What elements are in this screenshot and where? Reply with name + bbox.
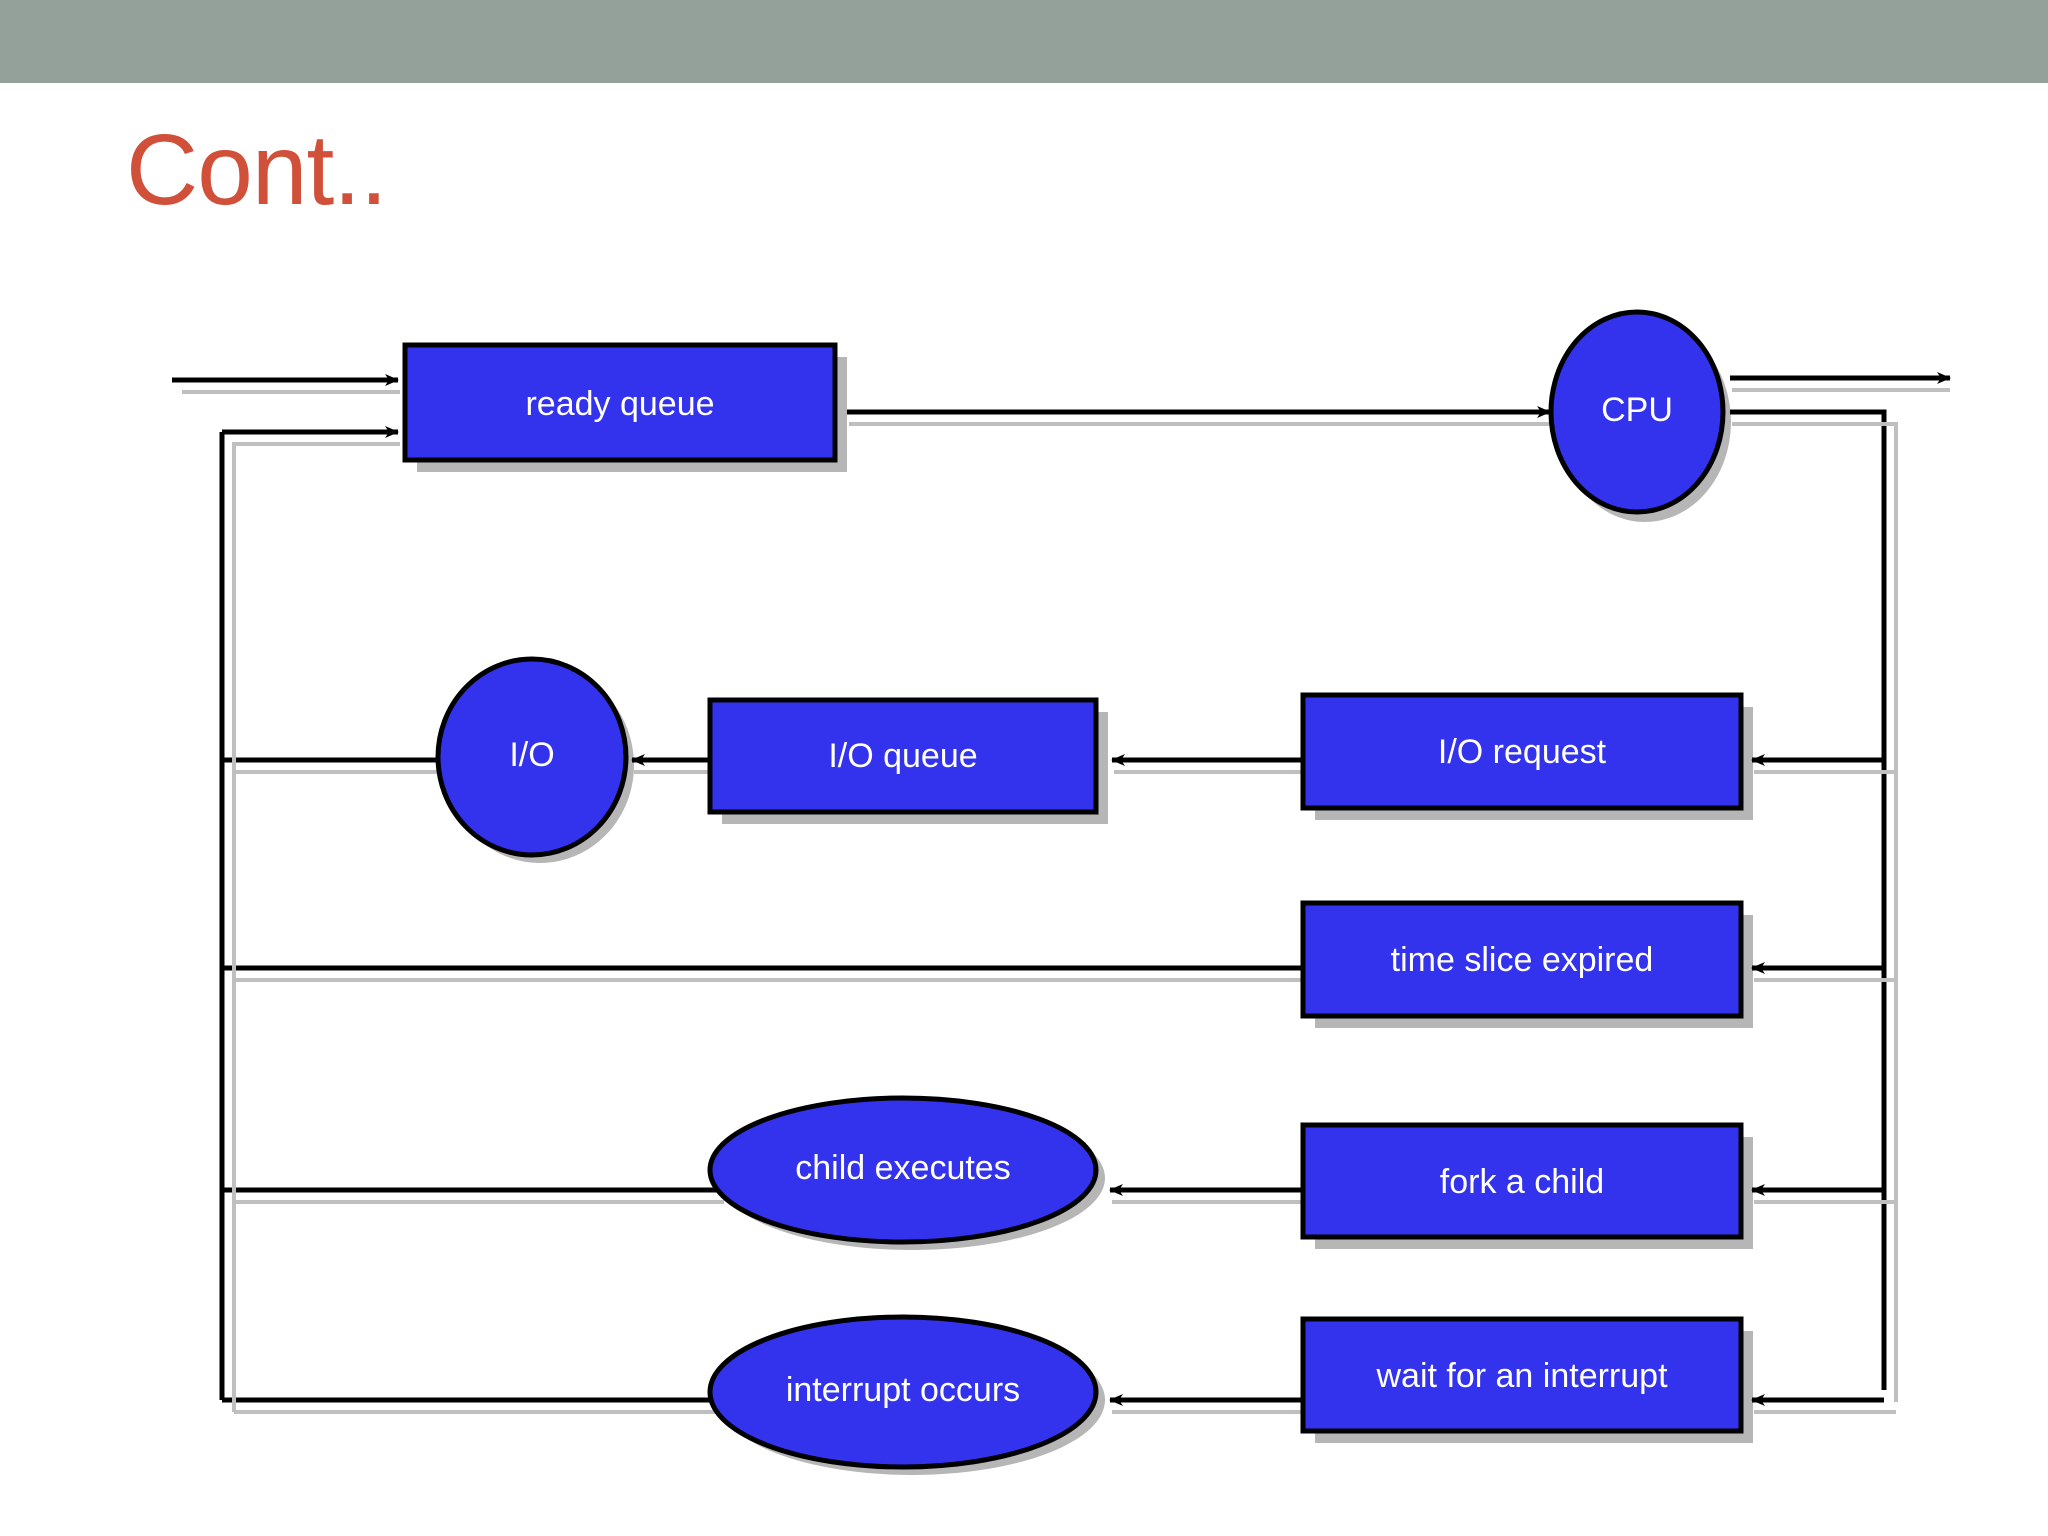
io-request-shape[interactable]	[1300, 692, 1744, 811]
child-executes-shape[interactable]	[707, 1095, 1099, 1245]
ready-queue-label: ready queue	[525, 385, 714, 423]
node-interrupt-occurs[interactable]: interrupt occurs	[707, 1314, 1099, 1470]
fork-a-child-label: fork a child	[1440, 1163, 1604, 1201]
node-io-request[interactable]: I/O request	[1300, 692, 1744, 811]
node-cpu[interactable]: CPU	[1548, 309, 1726, 515]
time-slice-expired-label: time slice expired	[1391, 941, 1654, 979]
wait-for-interrupt-label: wait for an interrupt	[1375, 1357, 1668, 1395]
time-slice-expired-shape[interactable]	[1300, 900, 1744, 1019]
interrupt-occurs-label: interrupt occurs	[786, 1371, 1020, 1409]
io-label: I/O	[509, 736, 554, 774]
ready-queue-shape[interactable]	[402, 342, 838, 463]
page-title: Cont..	[126, 114, 388, 226]
io-shape[interactable]	[435, 656, 629, 858]
interrupt-occurs-shape[interactable]	[707, 1314, 1099, 1470]
node-shadows	[417, 322, 1753, 1475]
node-io-queue[interactable]: I/O queue	[707, 697, 1099, 815]
child-executes-label: child executes	[795, 1149, 1010, 1187]
connector-line-shadows	[182, 388, 1950, 1414]
cpu-label: CPU	[1601, 391, 1673, 429]
node-ready-queue[interactable]: ready queue	[402, 342, 838, 463]
node-io[interactable]: I/O	[435, 656, 629, 858]
io-queue-shape[interactable]	[707, 697, 1099, 815]
io-request-label: I/O request	[1438, 733, 1607, 771]
io-queue-label: I/O queue	[828, 737, 977, 775]
header-band	[0, 0, 2048, 83]
cpu-shape[interactable]	[1548, 309, 1726, 515]
node-fork-a-child[interactable]: fork a child	[1300, 1122, 1744, 1240]
node-wait-for-interrupt[interactable]: wait for an interrupt	[1300, 1316, 1744, 1434]
wait-for-interrupt-shape[interactable]	[1300, 1316, 1744, 1434]
fork-a-child-shape[interactable]	[1300, 1122, 1744, 1240]
edge-cpu-to-right-bus	[1730, 409, 1887, 1390]
node-child-executes[interactable]: child executes	[707, 1095, 1099, 1245]
connector-lines	[172, 372, 1951, 1406]
node-time-slice-expired[interactable]: time slice expired	[1300, 900, 1744, 1019]
